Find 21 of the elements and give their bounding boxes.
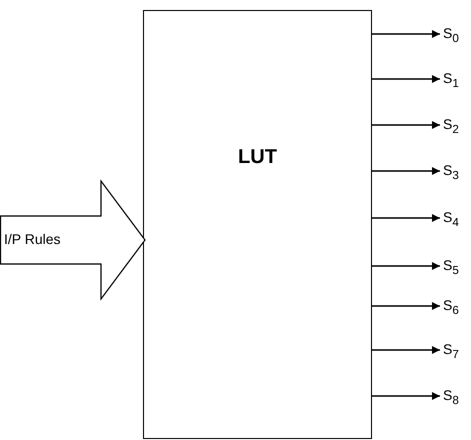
arrow xyxy=(372,30,440,38)
output-signal-label: S$_{5}$ xyxy=(443,257,459,277)
output-signal-label: S$_{6}$ xyxy=(443,297,459,317)
output-signal-label: S$_{8}$ xyxy=(443,387,459,407)
arrow xyxy=(372,302,440,310)
arrow xyxy=(372,392,440,400)
arrow xyxy=(372,121,440,129)
arrow xyxy=(372,75,440,83)
output-signal-label: S$_{7}$ xyxy=(443,341,459,361)
output-signal-label: S$_{1}$ xyxy=(443,70,459,90)
lut-block xyxy=(143,10,372,439)
arrow xyxy=(372,262,440,270)
output-signal-label: S$_{0}$ xyxy=(443,25,459,45)
output-signal-label: S$_{2}$ xyxy=(443,116,459,136)
output-signal-label: S$_{4}$ xyxy=(443,209,459,229)
input-label: I/P Rules xyxy=(4,231,61,247)
output-signal-label: S$_{3}$ xyxy=(443,162,459,182)
arrow xyxy=(372,167,440,175)
block-title: LUT xyxy=(237,146,278,169)
arrow xyxy=(372,346,440,354)
arrow xyxy=(372,214,440,222)
